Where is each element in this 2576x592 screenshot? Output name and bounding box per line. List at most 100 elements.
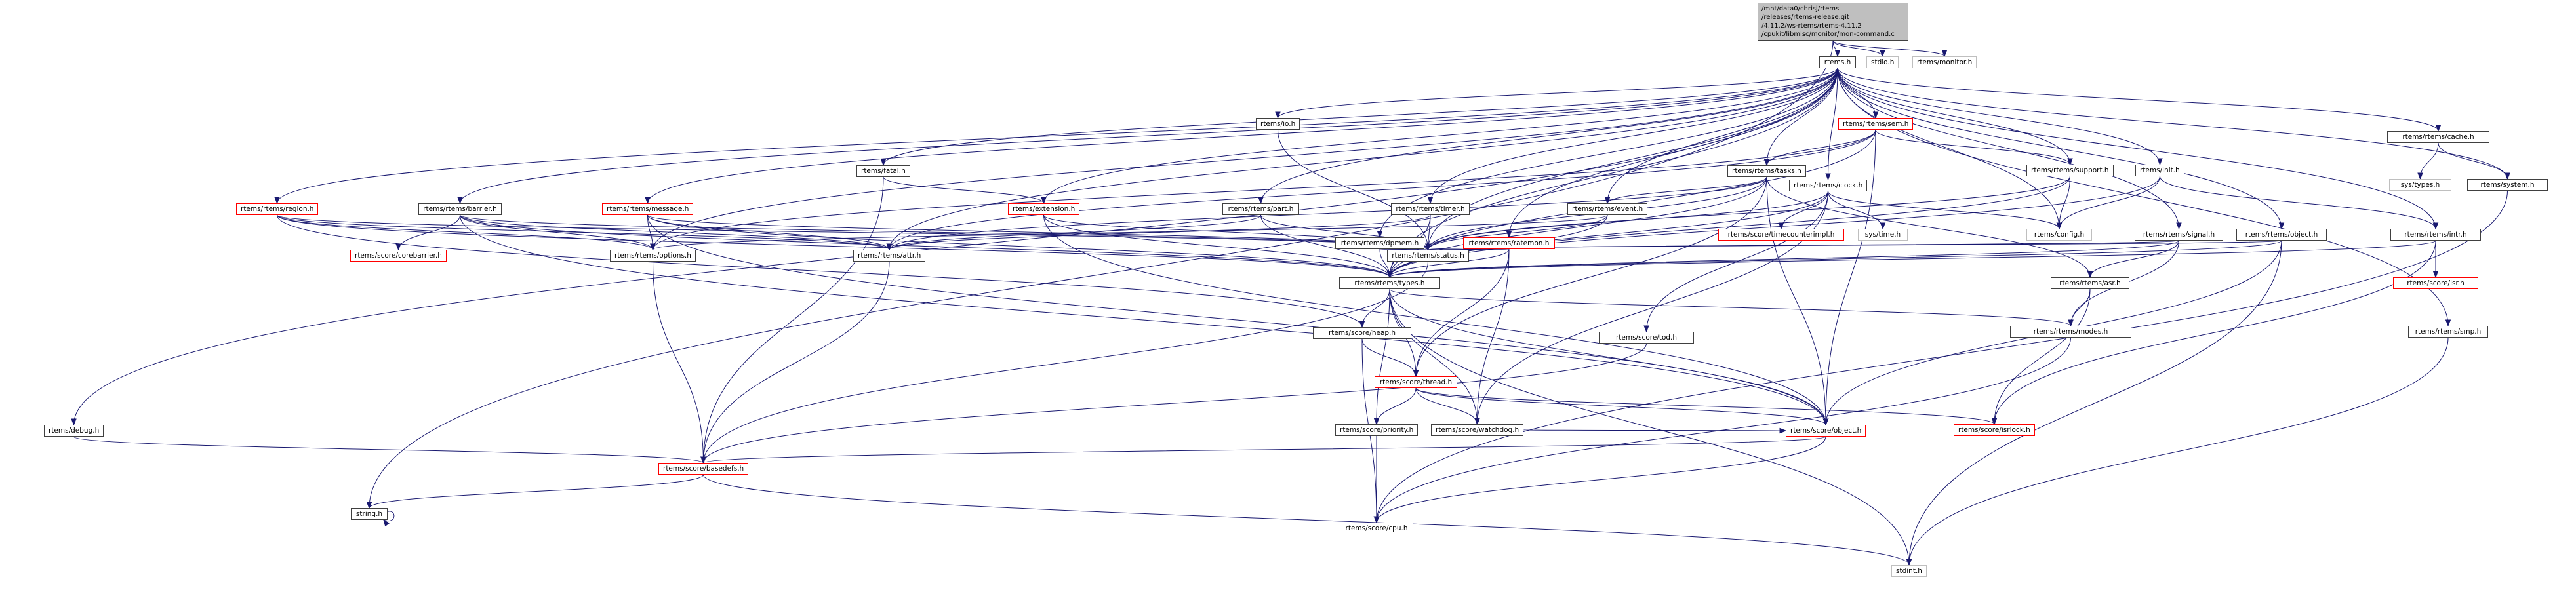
- edge-arrowhead: [2278, 222, 2285, 230]
- dependency-edge: [1043, 68, 1838, 204]
- edge-arrowhead: [1413, 370, 1419, 378]
- graph-node-watchdog-h[interactable]: rtems/score/watchdog.h: [1431, 424, 1524, 436]
- dependency-edge: [1260, 68, 1838, 204]
- node-label: rtems/extension.h: [1013, 205, 1076, 213]
- graph-node-cache-h[interactable]: rtems/rtems/cache.h: [2387, 131, 2489, 143]
- dependency-edge: [889, 214, 1431, 250]
- graph-node-dpmem-h[interactable]: rtems/rtems/dpmem.h: [1335, 237, 1424, 249]
- graph-node-thread-h[interactable]: rtems/score/thread.h: [1375, 376, 1457, 388]
- graph-node-signal-h[interactable]: rtems/rtems/signal.h: [2135, 229, 2223, 241]
- graph-node-isr-h[interactable]: rtems/score/isr.h: [2393, 277, 2478, 289]
- dependency-edge: [460, 214, 890, 250]
- graph-node-score-object-h[interactable]: rtems/score/object.h: [1786, 425, 1866, 437]
- dependency-edge: [1260, 214, 1390, 278]
- graph-node-corebarrier-h[interactable]: rtems/score/corebarrier.h: [350, 250, 447, 262]
- node-label: rtems/score/thread.h: [1379, 378, 1453, 386]
- graph-node-barrier-h[interactable]: rtems/rtems/barrier.h: [418, 203, 502, 215]
- edge-arrowhead: [1377, 231, 1383, 239]
- edge-arrowhead: [274, 197, 280, 205]
- node-label: rtems/monitor.h: [1917, 58, 1973, 66]
- graph-node-stdio-h: stdio.h: [1866, 56, 1899, 68]
- graph-node-event-h[interactable]: rtems/rtems/event.h: [1567, 203, 1648, 215]
- graph-node-status-h[interactable]: rtems/rtems/status.h: [1387, 250, 1469, 262]
- node-label: sys/time.h: [1864, 231, 1901, 239]
- dependency-edge: [460, 68, 1838, 204]
- edge-arrowhead: [645, 197, 651, 205]
- edge-arrowhead: [2505, 172, 2510, 180]
- node-label: stdio.h: [1871, 58, 1895, 66]
- dependency-edge: [1828, 68, 1838, 180]
- graph-node-isrlock-h[interactable]: rtems/score/isrlock.h: [1954, 424, 2035, 436]
- dependency-edge: [703, 436, 1826, 464]
- dependency-edge: [1361, 338, 1417, 377]
- graph-node-tasks-h[interactable]: rtems/rtems/tasks.h: [1727, 165, 1806, 177]
- graph-node-tod-h[interactable]: rtems/score/tod.h: [1599, 332, 1694, 344]
- dependency-edge: [1389, 288, 1910, 566]
- graph-node-init-h[interactable]: rtems/init.h: [2135, 165, 2184, 176]
- graph-node-asr-h[interactable]: rtems/rtems/asr.h: [2051, 277, 2129, 289]
- node-label: rtems/debug.h: [49, 427, 100, 435]
- dependency-edge: [1278, 68, 1838, 119]
- graph-node-clock-h[interactable]: rtems/rtems/clock.h: [1789, 180, 1868, 191]
- graph-node-rtems-h[interactable]: rtems.h: [1819, 56, 1856, 68]
- edge-arrowhead: [2157, 158, 2163, 166]
- graph-node-support-h[interactable]: rtems/rtems/support.h: [2026, 165, 2114, 176]
- graph-node-object-h[interactable]: rtems/rtems/object.h: [2236, 229, 2327, 241]
- dependency-edge: [1766, 129, 1876, 166]
- graph-node-smp-h[interactable]: rtems/rtems/smp.h: [2408, 326, 2488, 338]
- graph-node-sem-h[interactable]: rtems/rtems/sem.h: [1838, 118, 1914, 130]
- graph-node-system-h[interactable]: rtems/system.h: [2467, 179, 2548, 191]
- dependency-edge: [647, 214, 890, 250]
- graph-node-ratemon-h[interactable]: rtems/rtems/ratemon.h: [1463, 237, 1555, 249]
- node-label: rtems/score/tod.h: [1615, 334, 1678, 342]
- edge-arrowhead: [383, 519, 390, 527]
- node-label: rtems/rtems/region.h: [241, 205, 314, 213]
- dependency-edge: [1389, 240, 2436, 278]
- dependency-edge: [647, 68, 1838, 204]
- graph-node-attr-h[interactable]: rtems/rtems/attr.h: [853, 250, 926, 262]
- graph-node-message-h[interactable]: rtems/rtems/message.h: [602, 203, 694, 215]
- dependency-edge: [1508, 68, 1838, 238]
- graph-node-io-h[interactable]: rtems/io.h: [1256, 118, 1300, 130]
- graph-node-extension-h[interactable]: rtems/extension.h: [1008, 203, 1080, 215]
- dependency-edge: [1361, 288, 1390, 328]
- dependency-edge: [1428, 68, 1838, 250]
- edge-arrowhead: [1386, 271, 1393, 279]
- edge-arrowhead: [1941, 50, 1948, 58]
- dependency-edge: [1415, 176, 1767, 377]
- graph-node-heap-h[interactable]: rtems/score/heap.h: [1313, 327, 1411, 339]
- edge-arrowhead: [1373, 418, 1380, 425]
- edge-arrowhead: [2435, 125, 2442, 132]
- dependency-edge: [1837, 68, 1876, 119]
- dependency-edge: [1837, 68, 2508, 180]
- edge-arrowhead: [1872, 111, 1879, 119]
- dependency-edge: [1376, 436, 1826, 523]
- dependency-edge: [1389, 288, 1826, 425]
- dependency-edge: [2438, 142, 2508, 180]
- graph-node-part-h[interactable]: rtems/rtems/part.h: [1222, 203, 1299, 215]
- dependency-edge: [1837, 68, 2282, 229]
- node-label: rtems/config.h: [2034, 231, 2085, 239]
- edge-arrowhead: [457, 197, 463, 205]
- graph-node-string-h[interactable]: string.h: [351, 508, 388, 520]
- graph-node-types-h[interactable]: rtems/rtems/types.h: [1339, 277, 1440, 289]
- edge-arrowhead: [650, 243, 656, 251]
- graph-node-fatal-h[interactable]: rtems/fatal.h: [856, 165, 910, 177]
- graph-node-debug-h[interactable]: rtems/debug.h: [44, 425, 104, 437]
- graph-node-timer-h[interactable]: rtems/rtems/timer.h: [1391, 203, 1470, 215]
- graph-node-modes-h[interactable]: rtems/rtems/modes.h: [2010, 326, 2131, 338]
- graph-node-region-h[interactable]: rtems/rtems/region.h: [236, 203, 319, 215]
- graph-node-priority-h[interactable]: rtems/score/priority.h: [1335, 424, 1419, 436]
- graph-node-timecounterimpl-h[interactable]: rtems/score/timecounterimpl.h: [1718, 229, 1844, 241]
- edge-arrowhead: [1425, 243, 1431, 251]
- dependency-edge: [277, 68, 1838, 204]
- graph-node-options-h[interactable]: rtems/rtems/options.h: [610, 250, 696, 262]
- graph-node-intr-h[interactable]: rtems/rtems/intr.h: [2390, 229, 2481, 241]
- graph-node-monitor-h: rtems/monitor.h: [1912, 56, 1977, 68]
- dependency-edge: [1994, 240, 2436, 425]
- node-label: rtems.h: [1824, 58, 1851, 66]
- graph-node-root[interactable]: /mnt/data0/chrisj/rtems /releases/rtems-…: [1758, 3, 1908, 41]
- graph-node-basedefs-h[interactable]: rtems/score/basedefs.h: [658, 463, 749, 475]
- node-label: rtems/rtems/smp.h: [2415, 328, 2482, 336]
